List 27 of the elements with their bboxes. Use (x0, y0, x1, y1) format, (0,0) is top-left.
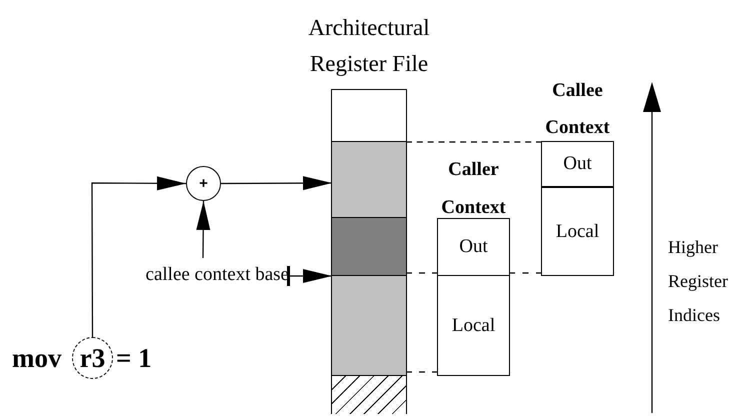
node-text: Local (452, 314, 496, 336)
node-text: callee context base (146, 264, 289, 286)
heading-text: Caller Context (440, 158, 507, 220)
heading-text: Callee Context (544, 79, 611, 140)
arrow (91, 176, 186, 337)
node-text: Out (459, 236, 488, 258)
register-segment (332, 276, 406, 376)
dashed-guide-line (406, 141, 542, 143)
dashed-guide-line (406, 272, 438, 274)
node-text: Out (563, 153, 592, 175)
register-segment (332, 218, 406, 276)
heading-text: Architectural Register File (307, 14, 431, 78)
node-text: Local (556, 221, 600, 243)
node-text: r3 (80, 342, 106, 374)
register-circle (72, 337, 113, 379)
label-text: = 1 (116, 342, 152, 375)
register-segment (332, 142, 406, 218)
arrow (287, 266, 332, 286)
node-text: + (199, 175, 208, 192)
arrow (221, 176, 332, 190)
register-segment (332, 376, 406, 414)
label-text: Higher Register Indices (668, 236, 729, 327)
adder-circle (186, 166, 221, 201)
dashed-guide-line (509, 272, 542, 274)
dashed-guide-line (406, 371, 438, 373)
arrow (196, 201, 210, 258)
label-text: mov (12, 342, 62, 375)
